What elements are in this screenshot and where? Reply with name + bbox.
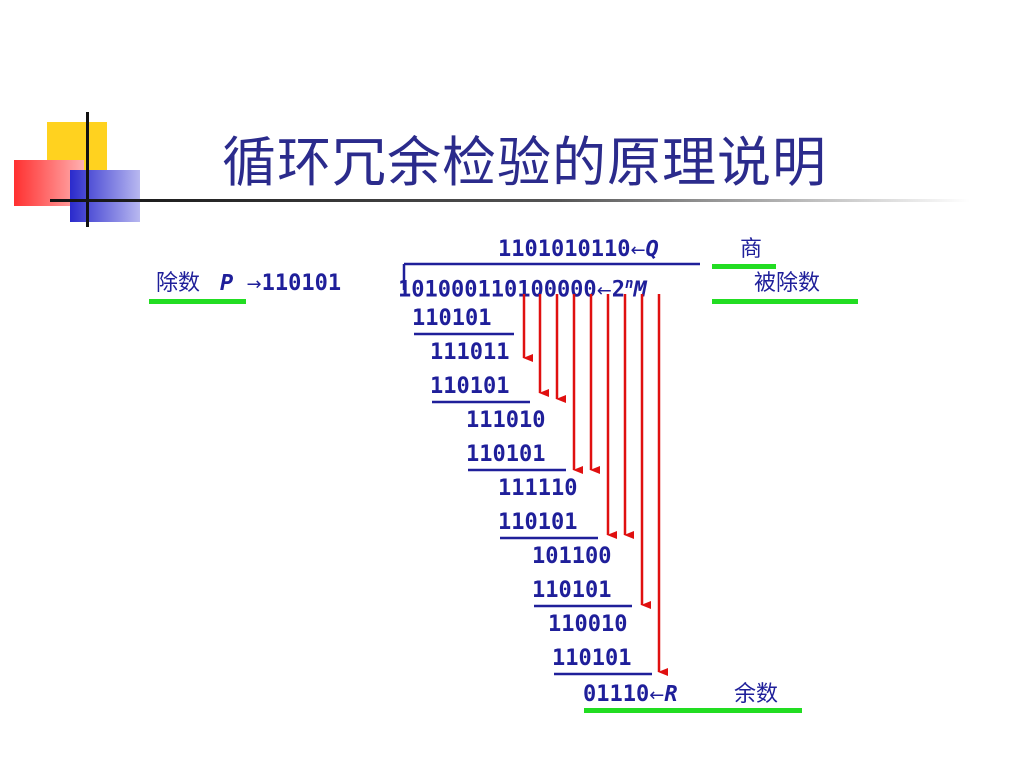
quotient-value: 1101010110 (498, 237, 631, 262)
dividend-symbol: M (633, 277, 647, 303)
dividend-symbol-prefix: 2 (611, 277, 626, 303)
remainder-label: 余数 (734, 682, 779, 707)
quotient-arrow: ← (630, 240, 646, 261)
divisor-symbol: P (220, 271, 234, 296)
decor-blue-square (70, 170, 140, 222)
title-underline (50, 199, 970, 202)
dividend-highlight (712, 299, 858, 304)
divisor-row: P →110101 (220, 271, 341, 298)
quotient-row: 1101010110←Q (498, 237, 659, 264)
dividend-label: 被除数 (754, 271, 821, 296)
step-2: 111011 (430, 340, 510, 365)
quotient-label: 商 (740, 237, 763, 262)
divisor-highlight (149, 299, 246, 304)
dividend-symbol-exp: n (625, 276, 634, 292)
slide-title: 循环冗余检验的原理说明 (222, 131, 827, 194)
remainder-value: 01110 (583, 682, 650, 707)
step-5: 110101 (466, 442, 546, 467)
remainder-arrow: ← (649, 685, 665, 706)
step-7: 110101 (498, 510, 578, 535)
remainder-symbol: R (664, 682, 678, 707)
quotient-highlight (712, 264, 776, 269)
dividend-value: 101000110100000 (398, 277, 597, 303)
divisor-value: 110101 (261, 271, 342, 296)
step-4: 111010 (466, 408, 546, 433)
step-8: 101100 (532, 544, 612, 569)
step-3: 110101 (430, 374, 510, 399)
step-6: 111110 (498, 476, 578, 501)
step-9: 110101 (532, 578, 612, 603)
decor-vertical-line (86, 112, 89, 227)
dividend-row: 101000110100000←2nM (398, 271, 647, 304)
step-1: 110101 (412, 306, 492, 331)
divisor-label: 除数 (156, 271, 201, 296)
bring-down-arrows (522, 294, 668, 676)
step-11: 110101 (552, 646, 632, 671)
quotient-symbol: Q (645, 237, 659, 262)
remainder-row: 01110←R (583, 682, 678, 709)
step-10: 110010 (548, 612, 628, 637)
remainder-highlight (584, 708, 802, 713)
divisor-arrow: → (246, 274, 262, 295)
